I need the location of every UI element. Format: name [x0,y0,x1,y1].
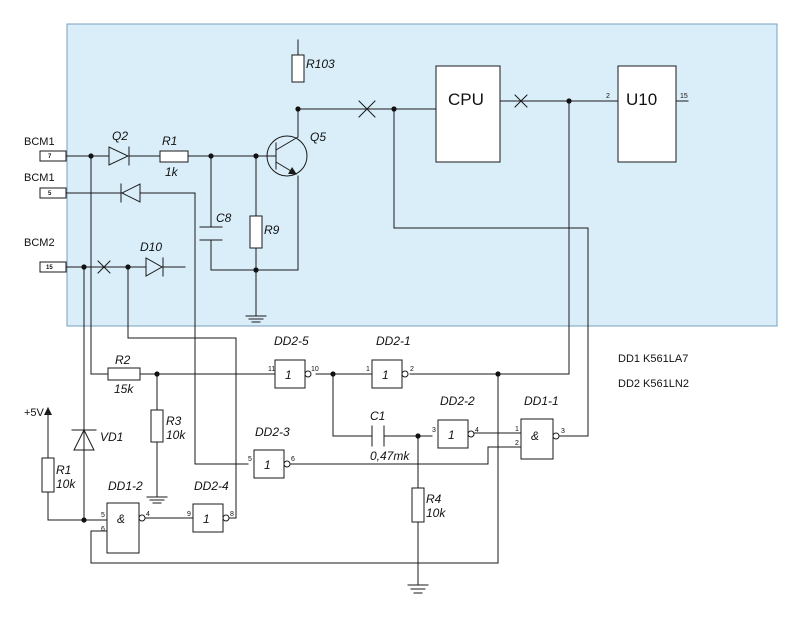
svg-text:3: 3 [432,427,436,434]
resistor-r2: R2 15k [107,353,141,396]
connector-bcm2-15: 15 BCM2 [24,237,67,273]
svg-text:10: 10 [311,366,319,373]
diode-d10: D10 [140,240,164,277]
svg-text:10k: 10k [166,428,186,442]
chip-notes: DD1 K561LA7 DD2 K561LN2 [618,353,689,390]
capacitor-c1: C1 0,47mk [370,409,410,463]
svg-text:R103: R103 [306,57,335,71]
svg-text:U10: U10 [626,90,657,109]
resistor-r9: R9 [249,215,280,249]
svg-text:BCM2: BCM2 [24,237,55,249]
ground-symbol-r4 [407,584,429,594]
svg-text:3: 3 [561,428,565,435]
gate-dd1-2: & DD1-2 5 6 4 [101,479,150,554]
gate-dd2-3: 1 DD2-3 5 6 [248,425,295,479]
svg-text:BCM1: BCM1 [24,172,55,184]
transistor-q5: Q5 [266,130,326,177]
svg-text:Q2: Q2 [112,129,128,143]
svg-text:4: 4 [475,427,479,434]
resistor-r4: R4 10k [411,487,446,523]
resistor-r103: R103 [291,54,335,83]
svg-text:C1: C1 [370,409,385,423]
svg-text:R4: R4 [426,492,442,506]
connector-bcm1-5: 5 BCM1 [24,172,67,199]
svg-text:5: 5 [101,512,105,519]
svg-text:2: 2 [410,366,414,373]
svg-text:VD1: VD1 [100,430,123,444]
svg-text:7: 7 [48,154,52,160]
svg-text:&: & [531,429,539,443]
svg-text:1: 1 [382,368,389,382]
gate-dd2-1: 1 DD2-1 1 2 [366,334,414,389]
diode-reverse-5 [120,183,141,203]
svg-text:R1: R1 [56,463,71,477]
svg-text:11: 11 [268,366,275,373]
svg-text:DD1-1: DD1-1 [524,394,559,408]
svg-text:15: 15 [46,265,53,271]
svg-text:DD2-5: DD2-5 [274,334,309,348]
svg-text:15k: 15k [114,382,134,396]
svg-text:DD1 K561LA7: DD1 K561LA7 [618,353,688,365]
svg-text:D10: D10 [140,240,162,254]
svg-text:5: 5 [48,191,52,197]
cpu-block: CPU [435,65,501,163]
gate-dd1-1: & DD1-1 1 2 3 [515,394,565,460]
svg-text:R1: R1 [162,134,177,148]
diode-q2: Q2 [108,129,130,166]
svg-text:DD1-2: DD1-2 [108,479,143,493]
resistor-r1-top: R1 1k [159,134,189,179]
svg-text:2: 2 [515,440,519,447]
diode-vd1: VD1 [71,428,123,451]
svg-text:1: 1 [264,458,271,472]
svg-text:&: & [117,512,125,526]
junction-dots [81,98,572,523]
svg-text:+5V: +5V [24,407,45,419]
svg-text:DD2 K561LN2: DD2 K561LN2 [618,378,689,390]
resistor-r1-bottom: R1 10k [41,457,76,493]
ground-symbol-r3 [146,496,168,504]
svg-text:Q5: Q5 [310,130,326,144]
svg-text:R3: R3 [166,414,182,428]
capacitor-c8: C8 [199,211,232,241]
svg-text:CPU: CPU [448,90,484,109]
gate-dd2-4: 1 DD2-4 9 8 [187,479,234,533]
gate-dd2-5: 1 DD2-5 11 10 [268,334,319,389]
svg-text:1: 1 [448,428,455,442]
svg-text:DD2-1: DD2-1 [376,334,411,348]
svg-text:5: 5 [248,456,252,463]
resistor-r3: R3 10k [150,409,186,443]
wires-upper [65,39,689,521]
svg-text:1: 1 [366,366,370,373]
svg-text:8: 8 [230,511,234,518]
svg-text:2: 2 [606,93,610,100]
wires-lower [47,373,522,586]
ground-symbol-top [245,315,267,323]
svg-text:C8: C8 [216,211,232,225]
svg-text:1: 1 [285,368,292,382]
svg-text:1k: 1k [165,165,179,179]
svg-text:6: 6 [291,456,295,463]
svg-text:1: 1 [203,512,210,526]
svg-text:DD2-2: DD2-2 [440,394,475,408]
svg-text:6: 6 [101,526,105,533]
svg-text:R9: R9 [264,223,280,237]
svg-text:0,47mk: 0,47mk [370,449,410,463]
connector-bcm1-7: 7 BCM1 [24,136,67,162]
u10-block: U10 2 15 [606,65,688,163]
svg-text:10k: 10k [56,477,76,491]
svg-text:DD2-3: DD2-3 [255,425,290,439]
svg-text:DD2-4: DD2-4 [194,479,229,493]
break-marks [97,94,528,274]
svg-text:15: 15 [680,93,688,100]
svg-text:9: 9 [187,511,191,518]
svg-text:1: 1 [515,426,519,433]
gate-dd2-2: 1 DD2-2 3 4 [432,394,479,449]
svg-text:10k: 10k [426,506,446,520]
svg-text:4: 4 [146,511,150,518]
supply-5v: +5V [24,407,52,421]
svg-text:BCM1: BCM1 [24,136,55,148]
svg-text:R2: R2 [115,353,131,367]
